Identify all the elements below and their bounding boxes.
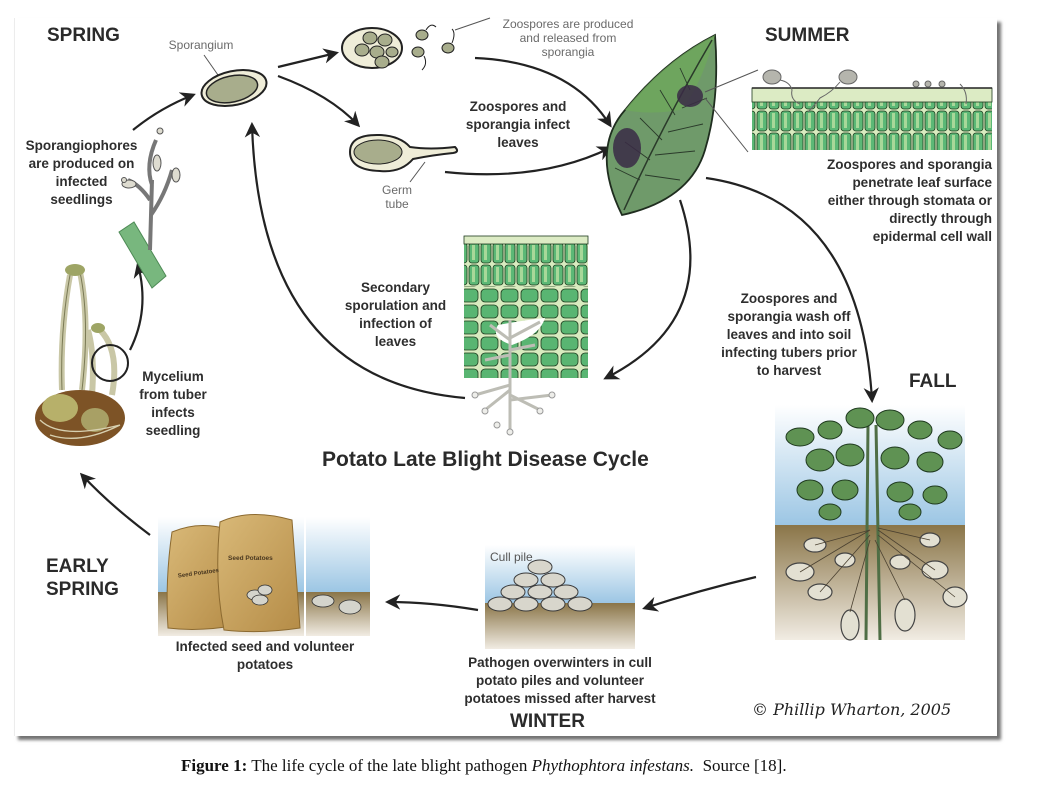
label-sporangiophores: Sporangiophores are produced on infected…: [25, 138, 138, 207]
arrow-leaf-to-secondary: [603, 199, 692, 380]
label-secondary-sporulation: Secondary sporulation and infection of l…: [344, 280, 447, 349]
label-overwinter: Pathogen overwinters in cull potato pile…: [464, 655, 656, 706]
sack-label-2: Seed Potatoes: [228, 555, 273, 562]
label-infect-leaves: Zoospores and sporangia infect leaves: [465, 99, 571, 150]
caption-text: The life cycle of the late blight pathog…: [247, 756, 532, 775]
label-infected-seed: Infected seed and volunteer potatoes: [175, 639, 355, 672]
leaf-cross-section-icon: [751, 69, 993, 150]
seed-sacks-icon: Seed Potatoes Seed Potatoes: [158, 513, 370, 636]
caption-label: Figure 1:: [181, 756, 248, 775]
label-mycelium: Mycelium from tuber infects seedling: [139, 369, 207, 438]
label-germ-tube: Germ tube: [382, 183, 412, 211]
caption-species: Phythophtora infestans.: [531, 756, 695, 775]
germ-tube-icon: [348, 133, 459, 183]
potato-plant-icon: [775, 405, 968, 641]
secondary-sporulation-icon: [463, 235, 589, 436]
arrow-sporangium-to-zoospores: [277, 48, 339, 69]
arrow-secondary-to-sporangium: [244, 121, 466, 400]
season-spring: SPRING: [47, 25, 120, 46]
arrow-winter-to-earlyspring: [384, 594, 479, 612]
season-early-spring: EARLY SPRING: [46, 556, 119, 600]
arrow-zoospores-to-leaf: [474, 56, 612, 128]
arrow-sporangium-to-germ: [277, 74, 361, 128]
figure-caption: Figure 1: The life cycle of the late bli…: [181, 756, 787, 776]
label-wash-off: Zoospores and sporangia wash off leaves …: [721, 291, 857, 378]
arrow-earlyspring-to-seedling: [79, 472, 151, 536]
arrow-germ-to-leaf: [444, 146, 613, 176]
arrow-tuber-to-sporangiophore: [129, 262, 149, 351]
season-fall: FALL: [909, 371, 957, 392]
infected-leaf-icon: [605, 33, 759, 217]
copyright-credit: © Phillip Wharton, 2005: [752, 700, 952, 719]
sporangiophore-icon: [118, 127, 181, 289]
arrow-seedling-to-sporangium: [132, 92, 196, 131]
season-winter: WINTER: [510, 711, 585, 732]
label-sporangium: Sporangium: [168, 38, 234, 52]
season-summer: SUMMER: [765, 25, 850, 46]
label-zoospores-released: Zoospores are produced and released from…: [502, 17, 634, 59]
sporangium-icon: [200, 54, 268, 107]
cull-pile-icon: [485, 545, 635, 649]
diagram-title: Potato Late Blight Disease Cycle: [322, 448, 649, 471]
label-cull-pile: Cull pile: [490, 550, 533, 564]
arrow-leaf-to-fall: [705, 176, 879, 404]
zoospores-release-icon: [341, 17, 491, 71]
arrow-fall-to-winter: [642, 575, 757, 612]
caption-source: Source [18].: [694, 756, 787, 775]
cycle-arrows: [79, 48, 879, 612]
label-penetrate-leaf: Zoospores and sporangia penetrate leaf s…: [826, 157, 992, 244]
sack-label-1: Seed Potatoes: [178, 568, 220, 580]
sprouting-tuber-icon: [35, 264, 129, 446]
